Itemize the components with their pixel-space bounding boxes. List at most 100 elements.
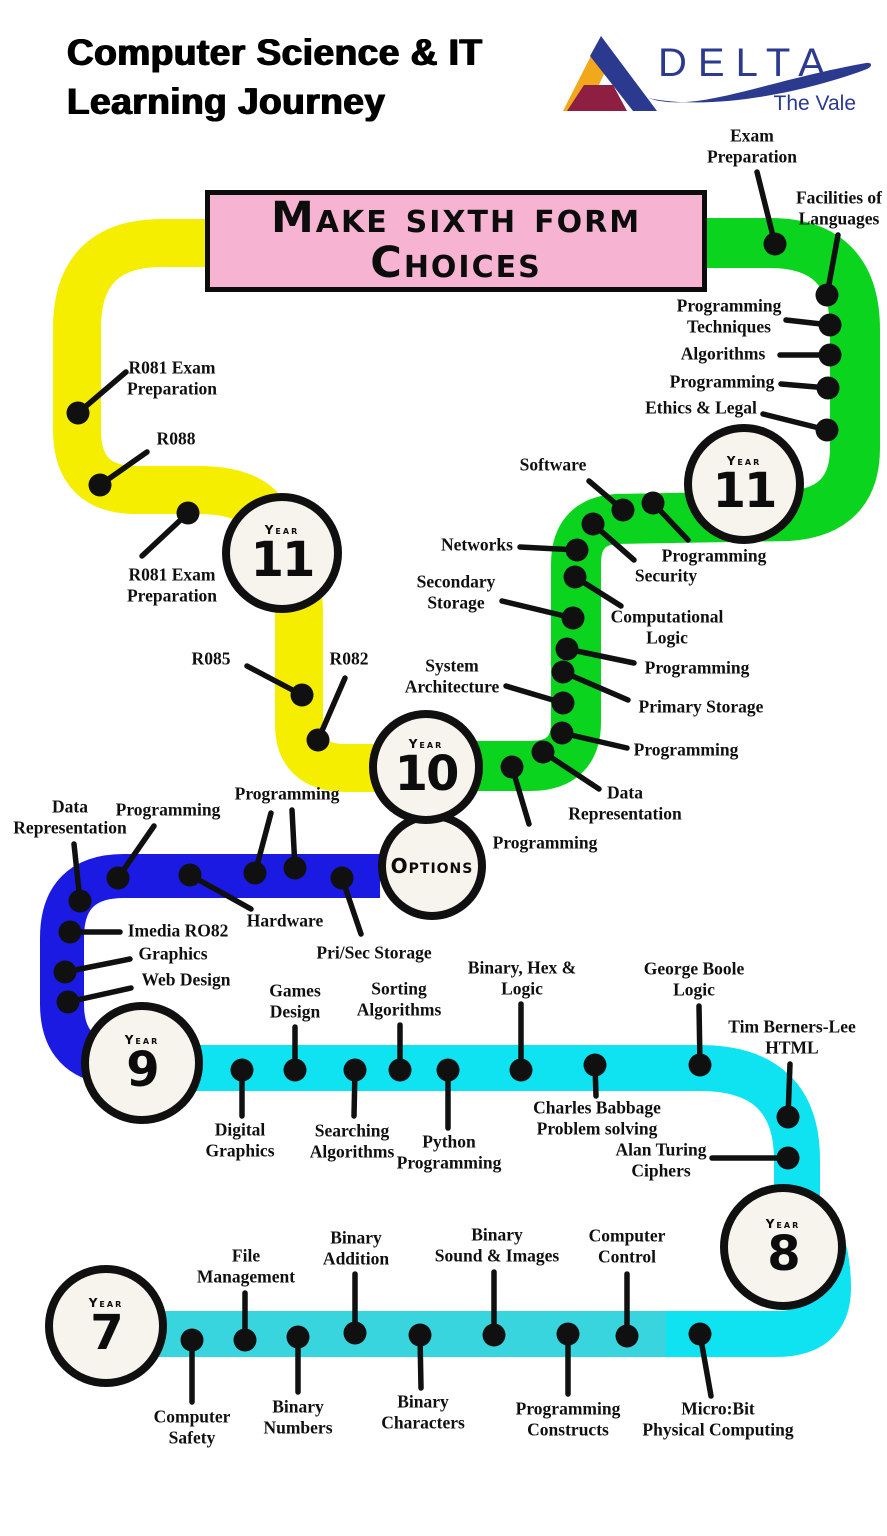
badge-kicker: Year [408, 736, 444, 751]
leader-line [499, 598, 576, 621]
banner-line1: Make sixth form [270, 193, 642, 243]
route-stop-dot [343, 1058, 367, 1082]
route-stop-dot [818, 313, 842, 337]
year8-route-path [196, 1045, 820, 1212]
stop-label: Ethics & Legal [645, 397, 757, 418]
delta-logo: DELTA The Vale [563, 36, 872, 115]
route-stop-dot [581, 512, 605, 536]
route-stop-dot [88, 473, 112, 497]
stop-label: Programming [644, 657, 750, 678]
route-stop-dot [763, 232, 787, 256]
leader-line [560, 669, 631, 703]
options-badge: Options [378, 812, 486, 920]
route-stop-dot [56, 990, 80, 1014]
route-stop-dot [551, 691, 575, 715]
route-stop-dot [531, 740, 555, 764]
route-stop-dot [776, 1105, 800, 1129]
route-stop-dot [551, 660, 575, 684]
route-stop-dot [53, 960, 77, 984]
route-stop-dot [68, 889, 92, 913]
route-stop-dot [286, 1325, 310, 1349]
badge-label: 10 [394, 745, 460, 802]
badge-label: 11 [712, 462, 778, 519]
route-stop-dot [180, 1328, 204, 1352]
badge-kicker: Year [124, 1032, 160, 1047]
badge-label: 7 [90, 1304, 123, 1361]
route-stop-dot [408, 1323, 432, 1347]
route-stop-dot [330, 866, 354, 890]
route-stop-dot [556, 1322, 580, 1346]
banner-line2: Choices [370, 238, 542, 288]
route-stop-dot [388, 1058, 412, 1082]
stop-label: Software [519, 454, 587, 475]
stop-label: Primary Storage [638, 696, 764, 717]
stop-label: Pri/Sec Storage [316, 942, 432, 963]
route-stop-dot [306, 728, 330, 752]
route-stop-dot [561, 606, 585, 630]
year11-it-route-path [53, 219, 303, 560]
badge-label: 9 [126, 1041, 159, 1098]
stop-label: Programming [633, 739, 739, 760]
route-stop-dot [550, 721, 574, 745]
badge-kicker: Year [264, 522, 300, 537]
stop-label: R085 [191, 648, 231, 669]
route-stop-dot [283, 1058, 307, 1082]
route-stop-dot [509, 1058, 533, 1082]
stop-label: Graphics [138, 943, 208, 964]
logo-triangle-maroon [567, 85, 627, 111]
route-stop-dot [58, 920, 82, 944]
route-stop-dot [563, 565, 587, 589]
stop-label: Programming [234, 783, 340, 804]
route-stop-dot [176, 501, 200, 525]
badge-label: Options [390, 854, 474, 878]
route-stop-dot [583, 1053, 607, 1077]
page-title-line1: Computer Science & IT [67, 32, 483, 73]
badge-kicker: Year [765, 1216, 801, 1231]
route-stop-dot [815, 283, 839, 307]
route-stop-dot [66, 401, 90, 425]
stop-label: Programming [661, 545, 767, 566]
route-stop-dot [290, 683, 314, 707]
sixth-form-choices-banner: Make sixth form Choices [205, 190, 707, 292]
route-stop-dot [178, 863, 202, 887]
route-stop-dot [565, 538, 589, 562]
route-stop-dot [243, 861, 267, 885]
route-stop-dot [106, 866, 130, 890]
stop-label: Algorithms [680, 343, 766, 364]
stop-label: Programming [669, 371, 775, 392]
stop-label: Programming [492, 832, 598, 853]
stop-label: Imedia RO82 [127, 920, 229, 941]
route-stop-dot [815, 418, 839, 442]
route-stop-dot [343, 1321, 367, 1345]
badge-label: 8 [767, 1225, 800, 1282]
route-stop-dot [776, 1146, 800, 1170]
stop-label: Programming [115, 799, 221, 820]
route-stop-dot [230, 1058, 254, 1082]
badge-kicker: Year [88, 1295, 124, 1310]
